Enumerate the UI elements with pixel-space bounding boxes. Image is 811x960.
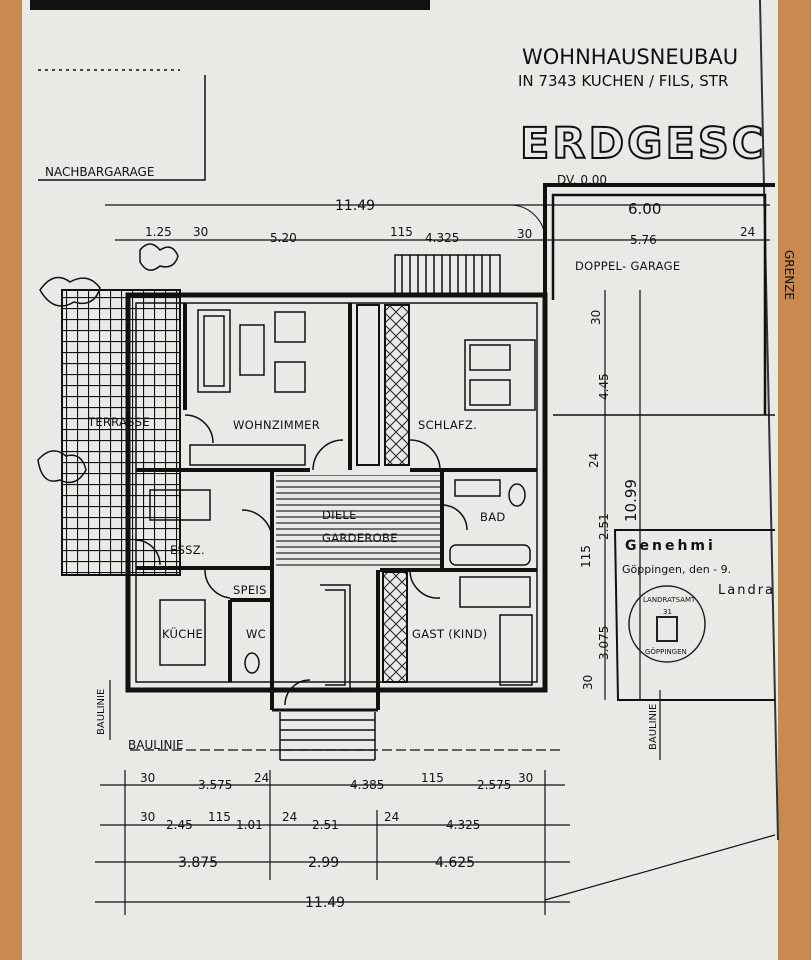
installation-shaft-lower <box>382 571 408 683</box>
project-title: WOHNHAUSNEUBAU <box>522 45 738 69</box>
dim-right: 2.51 <box>597 513 611 540</box>
room-wohnzimmer: WOHNZIMMER <box>233 418 320 432</box>
baulinie-right: BAULINIE <box>648 704 659 750</box>
neighbor-garage <box>38 69 206 181</box>
room-bad: BAD <box>480 510 506 524</box>
approval-heading: Genehmi <box>625 538 716 554</box>
installation-shaft <box>384 304 410 466</box>
dim-bottom-1: 24 <box>254 771 269 785</box>
stairs-top <box>394 254 501 296</box>
approval-block: Genehmi Göppingen, den - 9. Landra LANDR… <box>613 529 775 701</box>
baulinie-left: BAULINIE <box>96 689 107 735</box>
garage-label: DOPPEL- GARAGE <box>575 259 680 273</box>
dim-top: 4.325 <box>425 231 459 245</box>
room-terrasse: TERRASSE <box>87 415 150 429</box>
dim-top: 24 <box>740 225 755 239</box>
stamp-bottom: GÖPPINGEN <box>645 647 687 656</box>
room-diele: DIELE <box>322 508 357 522</box>
dim-bottom-2: 30 <box>140 810 155 824</box>
entrance-steps <box>279 712 376 761</box>
dim-bottom-2: 115 <box>208 810 231 824</box>
dim-bottom-3: 3.875 <box>178 855 218 871</box>
terrace-grid <box>61 289 181 576</box>
dimension-lines <box>95 204 776 915</box>
room-esszimmer: ESSZ. <box>170 543 205 557</box>
approval-place-date: Göppingen, den - 9. <box>622 563 731 576</box>
dim-top: 5.76 <box>630 233 657 247</box>
chimney-shaft <box>356 304 380 466</box>
dim-top-total: 11.49 <box>335 198 375 214</box>
dim-top: 30 <box>193 225 208 239</box>
garage-outline <box>509 183 775 416</box>
room-garderobe: GARDEROBE <box>322 531 398 545</box>
official-stamp <box>628 585 706 663</box>
dim-bottom-2: 24 <box>282 810 297 824</box>
dim-top: 30 <box>517 227 532 241</box>
baulinie-bottom: BAULINIE <box>128 738 184 752</box>
project-location: IN 7343 KUCHEN / FILS, STR <box>518 72 728 90</box>
dim-bottom-total: 11.49 <box>305 895 345 911</box>
dim-bottom-3: 4.625 <box>435 855 475 871</box>
dim-bottom-1: 4.385 <box>350 778 384 792</box>
dim-top-garage: 6.00 <box>628 200 661 218</box>
dim-right: 30 <box>581 675 595 690</box>
dim-bottom-1: 3.575 <box>198 778 232 792</box>
dv-label: DV. 0.00 <box>557 173 607 187</box>
dim-bottom-1: 30 <box>518 771 533 785</box>
dim-right: 3.075 <box>597 626 611 660</box>
dim-bottom-2: 4.325 <box>446 818 480 832</box>
room-kueche: KÜCHE <box>162 625 203 641</box>
dim-bottom-2: 2.51 <box>312 818 339 832</box>
room-wc: WC <box>246 627 266 641</box>
top-border-bar <box>30 0 430 10</box>
dim-bottom-2: 24 <box>384 810 399 824</box>
room-speis: SPEIS <box>233 583 267 597</box>
coat-of-arms-icon <box>656 616 678 642</box>
dim-right-total: 10.99 <box>622 479 640 522</box>
approval-authority: Landra <box>718 583 775 598</box>
dim-bottom-3: 2.99 <box>308 855 339 871</box>
dim-bottom-2: 2.45 <box>166 818 193 832</box>
neighbor-garage-label: NACHBARGARAGE <box>45 165 154 179</box>
dim-bottom-1: 2.575 <box>477 778 511 792</box>
dim-right: 30 <box>589 310 603 325</box>
dim-right: 24 <box>587 453 601 468</box>
stamp-number: 31 <box>663 608 672 616</box>
border-label: GRENZE <box>782 250 796 300</box>
floor-title: ERDGESC <box>520 119 766 169</box>
dim-bottom-1: 115 <box>421 771 444 785</box>
dim-top: 5.20 <box>270 231 297 245</box>
diele-floor-hatch <box>276 475 440 567</box>
room-schlafzimmer: SCHLAFZ. <box>418 418 477 432</box>
dim-bottom-2: 1.01 <box>236 818 263 832</box>
dim-top: 115 <box>390 225 413 239</box>
room-gast: GAST (KIND) <box>412 627 487 641</box>
dim-right: 115 <box>579 545 593 568</box>
dim-right: 4.45 <box>597 373 611 400</box>
furniture <box>134 309 536 706</box>
dim-top: 1.25 <box>145 225 172 239</box>
dim-bottom-1: 30 <box>140 771 155 785</box>
stamp-top: LANDRATSAMT <box>643 596 696 604</box>
tree-icons <box>37 243 179 484</box>
